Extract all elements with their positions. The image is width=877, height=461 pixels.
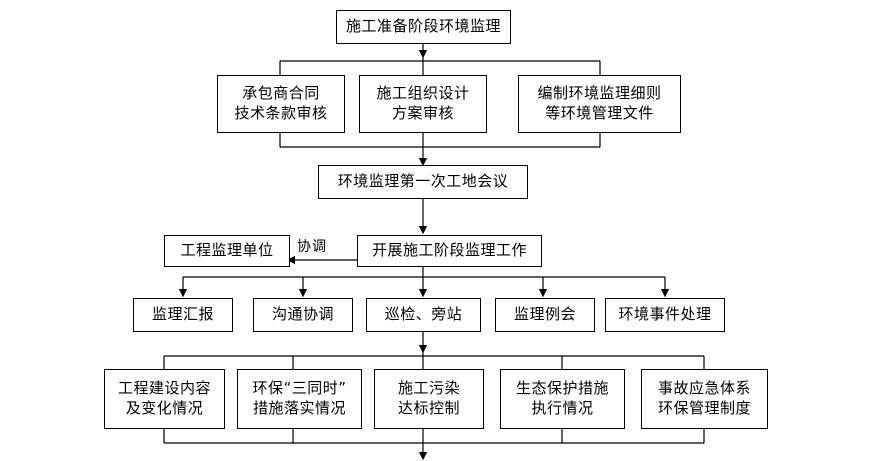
node-item-project-content[interactable]: 工程建设内容 及变化情况 <box>104 369 225 429</box>
node-prep-rules-document-line-2: 等环境管理文件 <box>545 104 654 122</box>
node-item-pollution-control[interactable]: 施工污染 达标控制 <box>374 369 484 429</box>
node-prep-design-review-line-2: 方案审核 <box>391 104 454 122</box>
node-activity-incident-handling[interactable]: 环境事件处理 <box>605 298 725 332</box>
node-item-project-content-line-1: 工程建设内容 <box>117 379 211 398</box>
connector-items-to-outcome <box>163 429 705 461</box>
node-prep-rules-document[interactable]: 编制环境监理细则 等环境管理文件 <box>518 75 681 133</box>
node-item-emergency-system-line-2: 环保管理制度 <box>657 399 751 417</box>
node-item-ecological-protection-line-2: 执行情况 <box>531 399 594 417</box>
node-first-site-meeting[interactable]: 环境监理第一次工地会议 <box>318 165 528 199</box>
connector-prep-to-meeting <box>279 133 601 167</box>
node-activity-routine-meeting-line-1: 监理例会 <box>513 305 576 324</box>
node-item-ecological-protection-line-1: 生态保护措施 <box>515 379 609 398</box>
node-activity-communication-line-1: 沟通协调 <box>271 305 334 324</box>
node-construction-stage-work[interactable]: 开展施工阶段监理工作 <box>357 235 542 267</box>
node-activity-communication[interactable]: 沟通协调 <box>253 298 353 332</box>
node-item-three-simultaneous-line-2: 措施落实情况 <box>252 399 346 417</box>
node-activity-routine-meeting[interactable]: 监理例会 <box>495 298 595 332</box>
node-item-project-content-line-2: 及变化情况 <box>125 399 204 417</box>
node-prep-design-review[interactable]: 施工组织设计 方案审核 <box>359 75 487 133</box>
node-activity-report-line-1: 监理汇报 <box>151 305 214 324</box>
node-activity-patrol-line-1: 巡检、旁站 <box>384 305 463 324</box>
node-supervision-unit[interactable]: 工程监理单位 <box>164 235 290 267</box>
node-first-site-meeting-line-1: 环境监理第一次工地会议 <box>337 172 509 191</box>
node-prep-contract-review-line-1: 承包商合同 <box>242 84 320 103</box>
node-item-three-simultaneous[interactable]: 环保“三同时” 措施落实情况 <box>237 369 362 429</box>
node-activity-patrol[interactable]: 巡检、旁站 <box>366 298 481 332</box>
connector-inspection-to-items <box>163 332 705 369</box>
node-item-emergency-system[interactable]: 事故应急体系 环保管理制度 <box>641 369 768 429</box>
node-item-pollution-control-line-1: 施工污染 <box>397 379 460 398</box>
node-item-pollution-control-line-2: 达标控制 <box>397 399 460 417</box>
node-activity-incident-handling-line-1: 环境事件处理 <box>618 305 712 324</box>
node-item-emergency-system-line-1: 事故应急体系 <box>657 379 751 398</box>
node-prep-design-review-line-1: 施工组织设计 <box>376 84 470 103</box>
node-supervision-unit-line-1: 工程监理单位 <box>180 241 274 260</box>
node-title-box-line-1: 施工准备阶段环境监理 <box>345 17 501 36</box>
connector-title-to-prep <box>279 44 601 75</box>
node-activity-report[interactable]: 监理汇报 <box>133 298 233 332</box>
node-prep-contract-review[interactable]: 承包商合同 技术条款审核 <box>217 75 345 133</box>
node-title-box[interactable]: 施工准备阶段环境监理 <box>336 10 511 44</box>
node-prep-rules-document-line-1: 编制环境监理细则 <box>537 84 662 103</box>
node-item-three-simultaneous-line-1: 环保“三同时” <box>252 379 347 398</box>
edge-label-coordination: 协调 <box>297 239 327 255</box>
node-construction-stage-work-line-1: 开展施工阶段监理工作 <box>371 241 527 260</box>
node-item-ecological-protection[interactable]: 生态保护措施 执行情况 <box>500 369 625 429</box>
connector-stage-to-activities <box>178 267 670 298</box>
node-prep-contract-review-line-2: 技术条款审核 <box>234 104 328 122</box>
